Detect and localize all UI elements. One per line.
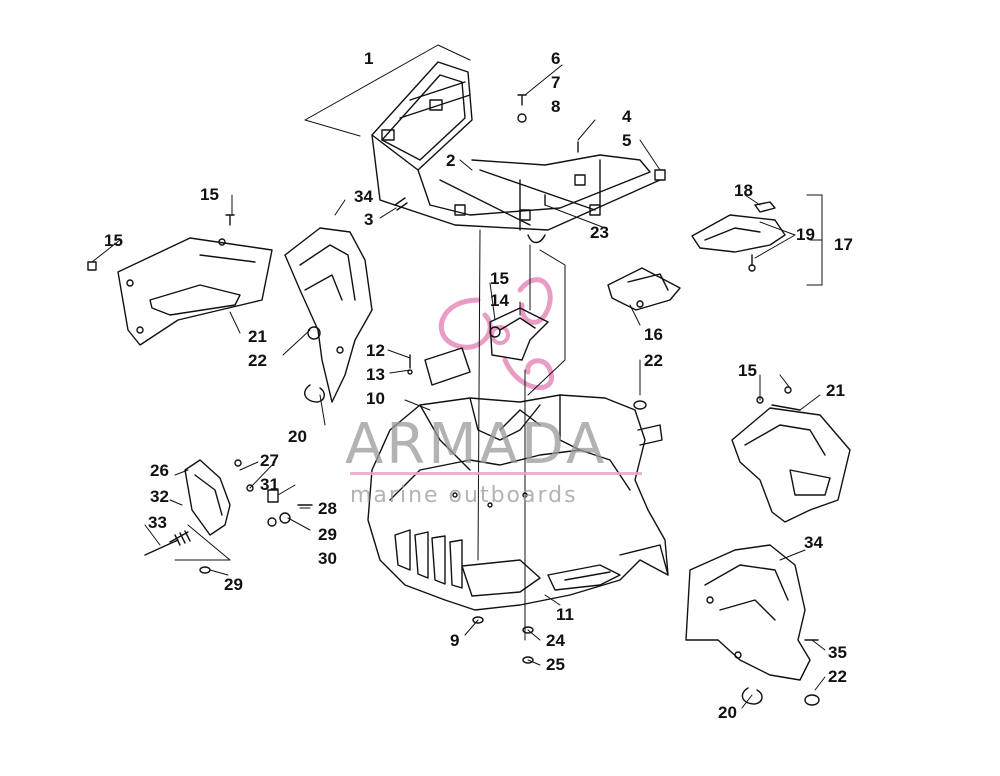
- callout-22-b: 22: [644, 351, 663, 370]
- callout-17: 17: [834, 235, 853, 254]
- callout-3: 3: [364, 210, 374, 229]
- callout-23: 23: [590, 223, 609, 242]
- callout-29-b: 29: [224, 575, 243, 594]
- callout-15-a: 15: [200, 185, 219, 204]
- headlight-cover: [691, 201, 786, 272]
- front-body: [367, 394, 669, 611]
- callout-24: 24: [546, 631, 565, 650]
- leader-lines: [91, 44, 826, 709]
- callout-28: 28: [318, 499, 337, 518]
- watermark-subtitle: marine outboards: [350, 483, 578, 508]
- callout-9: 9: [450, 631, 460, 650]
- front-rack: [371, 61, 661, 244]
- callout-22-c: 22: [828, 667, 847, 686]
- callout-15-c: 15: [490, 269, 509, 288]
- body-fasteners: [472, 616, 534, 664]
- callout-33: 33: [148, 513, 167, 532]
- callout-15-d: 15: [738, 361, 757, 380]
- callout-15-b: 15: [104, 231, 123, 250]
- callout-2: 2: [446, 151, 456, 170]
- callout-31: 31: [260, 475, 279, 494]
- left-side-panel: [87, 214, 273, 346]
- right-side-panel: [731, 386, 851, 523]
- light-assembly: [144, 459, 313, 574]
- left-inner-fender: [284, 227, 373, 403]
- center-parts: [407, 267, 681, 386]
- callout-25: 25: [546, 655, 565, 674]
- watermark-divider: [350, 472, 642, 475]
- callout-22-a: 22: [248, 351, 267, 370]
- right-washer: [633, 400, 647, 410]
- callout-21-a: 21: [248, 327, 267, 346]
- callout-20-b: 20: [718, 703, 737, 722]
- callout-10: 10: [366, 389, 385, 408]
- callout-1: 1: [364, 49, 374, 68]
- callout-7: 7: [551, 73, 561, 92]
- callout-21-b: 21: [826, 381, 845, 400]
- right-inner-fender: [685, 544, 820, 706]
- callout-19: 19: [796, 225, 815, 244]
- callout-34-b: 34: [804, 533, 823, 552]
- callout-6: 6: [551, 49, 561, 68]
- callout-35: 35: [828, 643, 847, 662]
- callout-16: 16: [644, 325, 663, 344]
- callout-26: 26: [150, 461, 169, 480]
- callout-11: 11: [556, 605, 574, 624]
- callout-12: 12: [366, 341, 385, 360]
- callout-4: 4: [622, 107, 632, 126]
- callout-20-a: 20: [288, 427, 307, 446]
- callout-18: 18: [734, 181, 753, 200]
- callout-14: 14: [490, 291, 509, 310]
- callout-5: 5: [622, 131, 632, 150]
- callout-30: 30: [318, 549, 337, 568]
- callout-29-a: 29: [318, 525, 337, 544]
- callout-34-a: 34: [354, 187, 373, 206]
- callout-8: 8: [551, 97, 561, 116]
- watermark-title: ARMADA: [345, 412, 608, 477]
- callout-13: 13: [366, 365, 385, 384]
- callout-32: 32: [150, 487, 169, 506]
- callout-27: 27: [260, 451, 279, 470]
